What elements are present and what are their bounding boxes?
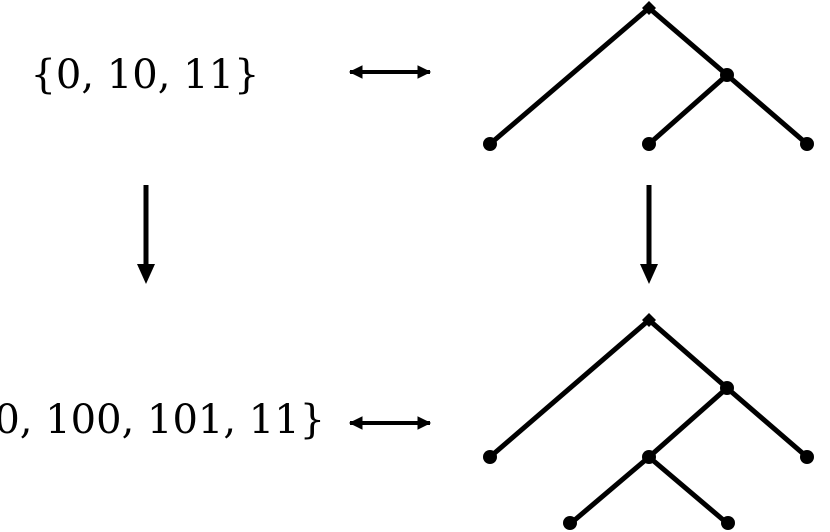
leaf-node [800, 137, 814, 151]
edge-node1-leaf11 [724, 72, 810, 147]
leaf-node [721, 516, 735, 530]
bottom-bijection-arrow [348, 416, 432, 430]
edge-root-node1 [646, 5, 730, 78]
edge-root-leaf0 [487, 5, 652, 147]
leaf-node [483, 450, 497, 464]
bottom-set-label: {0, 100, 101, 11} [0, 397, 325, 443]
edge-root-node1 [646, 317, 730, 391]
right-down-arrow [640, 185, 658, 284]
leaf-node [483, 137, 497, 151]
leaf-node [800, 450, 814, 464]
root-node [642, 1, 656, 15]
edge-root-leaf0 [487, 317, 652, 460]
top-tree [487, 5, 810, 147]
top-set-label: {0, 10, 11} [30, 52, 259, 98]
left-down-arrow [137, 185, 155, 284]
leaf-node [642, 137, 656, 151]
bottom-tree-nodes [483, 313, 814, 530]
edge-node1-leaf11 [724, 385, 810, 460]
edge-node10-leaf101 [646, 454, 731, 527]
leaf-node [563, 516, 577, 530]
internal-node [642, 450, 656, 464]
internal-node [720, 68, 734, 82]
edge-node1-leaf10 [646, 72, 730, 147]
internal-node [720, 381, 734, 395]
edge-node1-node10 [646, 385, 730, 460]
top-bijection-arrow [348, 65, 432, 79]
edge-node10-leaf100 [567, 454, 652, 527]
bottom-tree [487, 317, 810, 527]
top-tree-nodes [483, 1, 814, 151]
root-node [642, 313, 656, 327]
